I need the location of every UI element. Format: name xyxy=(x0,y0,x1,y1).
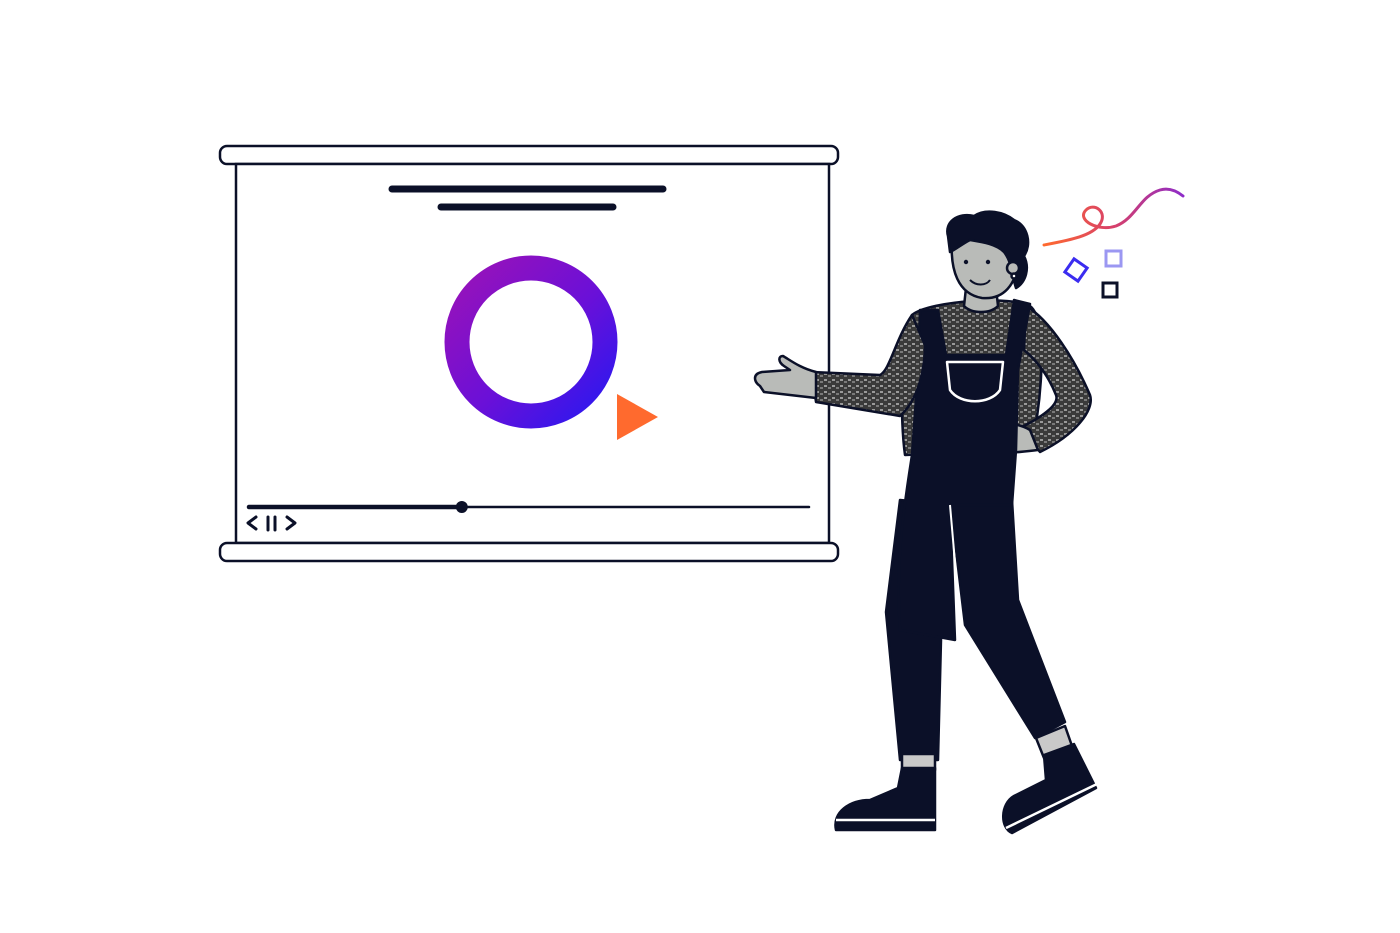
confetti-square-blue xyxy=(1062,256,1090,284)
pause-icon[interactable] xyxy=(266,515,277,532)
screen-bottom-roller xyxy=(218,541,840,563)
confetti-square-dark xyxy=(1101,281,1119,299)
right-shoe xyxy=(1002,742,1098,835)
eye-right xyxy=(985,259,991,265)
video-player-controls xyxy=(246,501,811,532)
left-arm-sleeve xyxy=(810,313,927,418)
right-arm-sleeve xyxy=(1018,304,1092,454)
presenter-person xyxy=(753,210,1098,835)
decorations xyxy=(1042,187,1185,299)
confetti-square-lavender xyxy=(1104,249,1123,268)
smile xyxy=(969,279,991,286)
eye-left xyxy=(963,259,969,265)
earring xyxy=(1010,272,1018,280)
hair xyxy=(946,210,1030,290)
right-leg xyxy=(948,498,1067,740)
right-shoe-sole xyxy=(1005,782,1098,830)
left-shoe xyxy=(834,766,937,832)
progress-handle[interactable] xyxy=(455,501,468,513)
previous-icon[interactable] xyxy=(246,515,258,531)
next-icon[interactable] xyxy=(285,515,297,531)
projector-screen xyxy=(218,144,840,563)
overalls-seam xyxy=(949,504,961,621)
squiggle-decoration xyxy=(1042,187,1185,247)
screen-top-roller xyxy=(218,144,840,166)
screen-canvas xyxy=(234,162,831,545)
overalls-pocket xyxy=(945,360,1005,403)
loop-arrow-logo xyxy=(422,255,658,440)
ear xyxy=(1005,260,1021,276)
left-hand xyxy=(753,354,818,400)
logo-arrow-head xyxy=(617,394,658,440)
